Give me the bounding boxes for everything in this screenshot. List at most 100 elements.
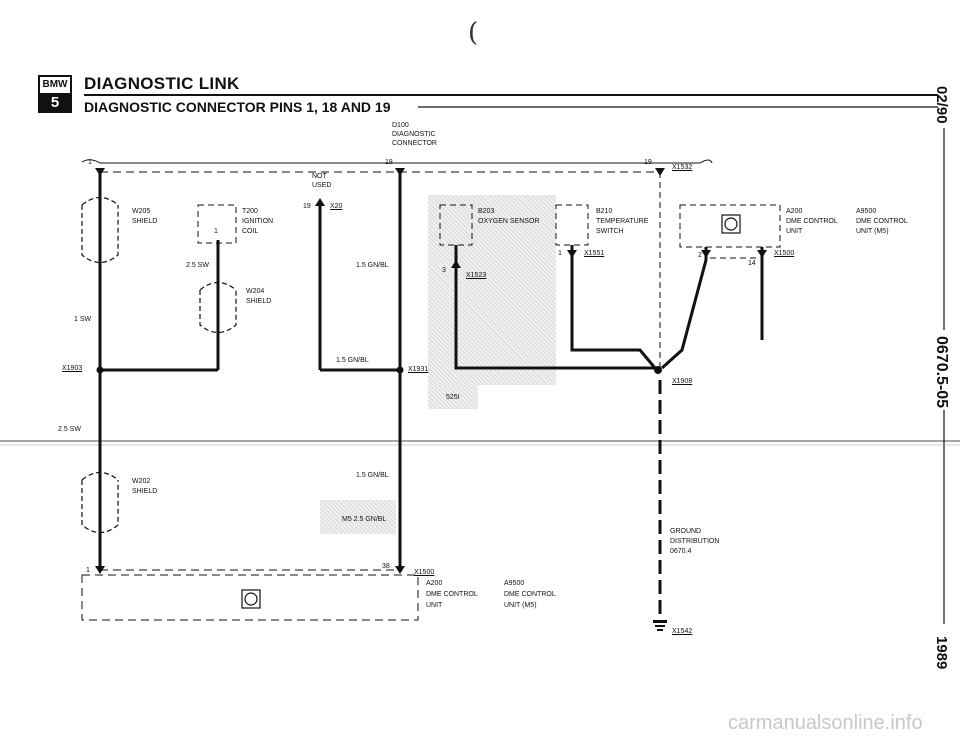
- x20-arrow: [315, 198, 325, 206]
- a200-bottom-desc1: DME CONTROL: [426, 591, 478, 598]
- dme-icon-top: [721, 214, 741, 234]
- component-b210-box: [555, 204, 589, 246]
- wire-label-gnbl-lower: 1.5 GN/BL: [356, 472, 389, 479]
- wire-label-gnbl-upper: 1.5 GN/BL: [356, 262, 389, 269]
- ground-line2: DISTRIBUTION: [670, 538, 720, 545]
- a200-top-desc1: DME CONTROL: [786, 218, 838, 225]
- wire-label-gnbl-middle: 1.5 GN/BL: [336, 357, 369, 364]
- ground-line3: 0670.4: [670, 548, 692, 555]
- pin-14-label: 14: [748, 260, 756, 267]
- w202-desc: SHIELD: [132, 488, 158, 495]
- x1523-arrow: [451, 260, 461, 268]
- connector-x1903: X1903: [62, 365, 83, 372]
- ground-symbol-bot: [657, 629, 663, 631]
- pin-1c-label: 1: [558, 250, 562, 257]
- connector-x1542: X1542: [672, 628, 693, 635]
- pin18-arrow: [395, 168, 405, 176]
- component-a200-bottom-box: [81, 574, 419, 621]
- wire-b203: [454, 245, 655, 370]
- bmw-logo: BMW 5: [38, 75, 72, 113]
- connector-x1500-bottom: X1500: [414, 569, 435, 576]
- a9500-bottom-desc1: DME CONTROL: [504, 591, 556, 598]
- a9500-top-code: A9500: [856, 208, 877, 215]
- pin-3-label: 3: [442, 267, 446, 274]
- connector-d100-line2: CONNECTOR: [392, 140, 437, 147]
- ground-symbol-top: [653, 620, 667, 623]
- w204-desc: SHIELD: [246, 298, 272, 305]
- connector-d100-line: [81, 159, 713, 164]
- connector-x1908: X1908: [672, 378, 693, 385]
- wire-label-2.5sw: 2.5 SW: [58, 426, 81, 433]
- x1500-pin38-label: 38: [382, 563, 390, 570]
- pin-1-label: 1: [88, 159, 92, 166]
- wire-label-525i: 525I: [446, 394, 460, 401]
- wire-b210: [570, 245, 657, 369]
- x1500-pin1-label: 1: [86, 567, 90, 574]
- b203-code: B203: [478, 208, 495, 215]
- a200-top-code: A200: [786, 208, 803, 215]
- ground-line1: GROUND: [670, 528, 702, 535]
- splice-x1903: [96, 366, 104, 374]
- w202-code: W202: [132, 478, 151, 485]
- x1500-pin1-arrow: [95, 566, 105, 574]
- stray-mark: (: [468, 18, 479, 48]
- connector-x1523: X1523: [466, 272, 487, 279]
- x1551-arrow: [567, 250, 577, 258]
- pin-19-label: 19: [644, 159, 652, 166]
- shield-w205: [81, 196, 119, 264]
- component-b203-box: [439, 204, 473, 246]
- component-t200-box: [197, 204, 237, 244]
- page-title: DIAGNOSTIC LINK: [84, 74, 240, 93]
- pin-18-label: 18: [385, 159, 393, 166]
- shield-w204: [199, 281, 237, 334]
- wire-a200-pin2: [660, 247, 708, 370]
- splice-x1931: [396, 366, 404, 374]
- shaded-m5-wire-area: [320, 500, 396, 534]
- dme-icon-bottom-circle: [244, 592, 258, 606]
- a9500-top-desc2: UNIT (M5): [856, 228, 889, 235]
- connector-d100-line1: DIAGNOSTIC: [392, 131, 436, 138]
- splice-x1908: [654, 366, 662, 374]
- connector-x1532: X1532: [672, 164, 693, 171]
- t200-pin-label: 1: [214, 228, 218, 235]
- a200-bottom-code: A200: [426, 580, 443, 587]
- w204-code: W204: [246, 288, 265, 295]
- connector-x1931: X1931: [408, 366, 429, 373]
- b210-code: B210: [596, 208, 613, 215]
- dme-icon-top-circle: [724, 217, 738, 231]
- ground-symbol-mid: [655, 625, 665, 627]
- shaded-525i-label-area: [428, 385, 478, 409]
- t200-desc2: COIL: [242, 228, 259, 235]
- b203-desc: OXYGEN SENSOR: [478, 218, 540, 225]
- pin1-arrow: [95, 168, 105, 176]
- a200-top-desc2: UNIT: [786, 228, 803, 235]
- a9500-bottom-code: A9500: [504, 580, 525, 587]
- t200-code: T200: [242, 208, 258, 215]
- dme-icon-bottom: [241, 589, 261, 609]
- wire-label-2.5sw-t200: 2.5 SW: [186, 262, 209, 269]
- shield-w202: [81, 471, 119, 534]
- a200-pin2-arrow: [701, 250, 711, 258]
- a9500-top-desc1: DME CONTROL: [856, 218, 908, 225]
- b210-desc1: TEMPERATURE: [596, 218, 649, 225]
- b210-desc2: SWITCH: [596, 228, 624, 235]
- component-a200-top-box: [679, 204, 781, 248]
- connector-d100-code: D100: [392, 122, 409, 129]
- t200-desc1: IGNITION: [242, 218, 274, 225]
- shaded-oxygen-area: [428, 195, 556, 385]
- a200-bottom-desc2: UNIT: [426, 602, 443, 609]
- pin19-arrow: [655, 168, 665, 176]
- a200-pin14-arrow: [757, 250, 767, 258]
- pin-19b-label: 19: [303, 203, 311, 210]
- wire-label-m5: M5 2.5 GN/BL: [342, 516, 387, 523]
- w205-code: W205: [132, 208, 151, 215]
- not-used-line2: USED: [312, 182, 332, 189]
- not-used-line1: NOT: [312, 173, 327, 180]
- pin-2-label: 2: [698, 252, 702, 259]
- bmw-logo-series: 5: [40, 94, 70, 111]
- connector-x1551: X1551: [584, 250, 605, 257]
- connector-x1500-top: X1500: [774, 250, 795, 257]
- w205-desc: SHIELD: [132, 218, 158, 225]
- watermark: carmanualsonline.info: [728, 712, 923, 734]
